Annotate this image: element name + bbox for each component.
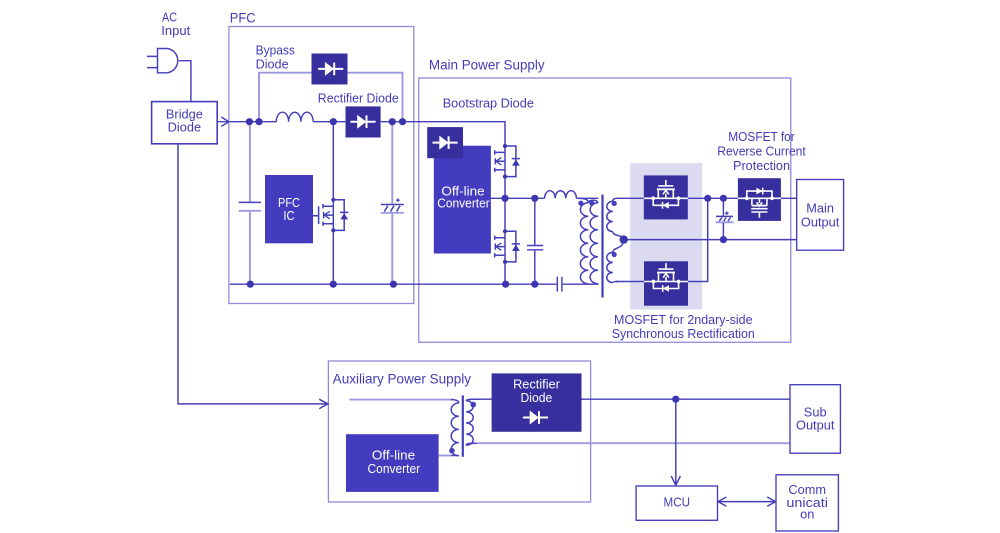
svg-text:Sub: Sub bbox=[804, 405, 827, 420]
svg-text:Main Power Supply: Main Power Supply bbox=[429, 58, 545, 73]
svg-text:Bridge: Bridge bbox=[166, 107, 203, 122]
svg-text:Rectifier Diode: Rectifier Diode bbox=[318, 90, 399, 105]
svg-text:MCU: MCU bbox=[664, 494, 691, 509]
svg-text:MOSFET for: MOSFET for bbox=[728, 129, 795, 144]
svg-text:Auxiliary Power Supply: Auxiliary Power Supply bbox=[333, 371, 472, 386]
svg-text:Converter: Converter bbox=[437, 196, 490, 211]
svg-text:Main: Main bbox=[806, 201, 834, 216]
svg-text:Diode: Diode bbox=[168, 120, 201, 135]
svg-text:Rectifier: Rectifier bbox=[513, 376, 560, 391]
svg-text:Reverse Current: Reverse Current bbox=[717, 144, 806, 159]
svg-text:PFC: PFC bbox=[230, 10, 256, 26]
svg-text:Output: Output bbox=[796, 418, 835, 433]
svg-text:Output: Output bbox=[801, 214, 840, 229]
svg-text:on: on bbox=[800, 507, 814, 522]
svg-text:PFC: PFC bbox=[278, 195, 300, 210]
svg-text:Converter: Converter bbox=[368, 461, 421, 476]
svg-text:Diode: Diode bbox=[521, 390, 553, 405]
svg-text:unicati: unicati bbox=[786, 495, 828, 510]
svg-text:Input: Input bbox=[161, 23, 190, 38]
svg-text:Bypass: Bypass bbox=[256, 43, 295, 58]
svg-text:Diode: Diode bbox=[256, 57, 289, 72]
svg-text:MOSFET for 2ndary-side: MOSFET for 2ndary-side bbox=[614, 312, 753, 327]
svg-text:IC: IC bbox=[283, 208, 295, 223]
svg-text:Off-line: Off-line bbox=[441, 184, 484, 199]
svg-text:Off-line: Off-line bbox=[372, 448, 415, 463]
svg-text:Bootstrap Diode: Bootstrap Diode bbox=[443, 96, 534, 111]
svg-text:Protection: Protection bbox=[733, 158, 790, 173]
svg-text:AC: AC bbox=[162, 10, 177, 25]
svg-text:Synchronous Rectification: Synchronous Rectification bbox=[612, 326, 755, 341]
svg-text:Comm: Comm bbox=[788, 482, 826, 497]
